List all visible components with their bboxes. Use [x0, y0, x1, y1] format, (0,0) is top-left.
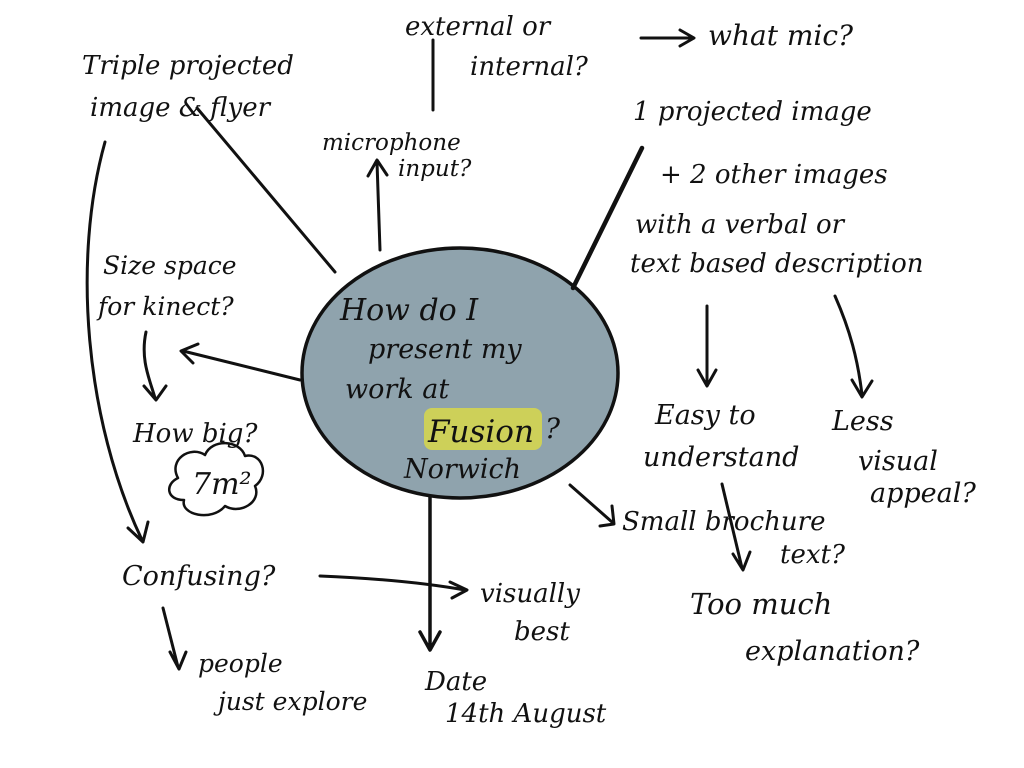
- arrow-external-to-what-mic: [639, 28, 696, 48]
- visually-line-1: visually: [480, 579, 580, 609]
- area-cloud: [168, 441, 265, 517]
- arrow-easy-to-too-much: [720, 482, 752, 572]
- line-to-triple: [195, 106, 337, 274]
- one-projected-line-4: text based description: [630, 249, 923, 279]
- connectors: [85, 28, 874, 671]
- less-line-2: visual: [858, 446, 938, 477]
- center-line-fusion: Fusion: [427, 414, 534, 450]
- center-line-3: work at: [345, 374, 449, 405]
- less-line-3: appeal?: [870, 478, 976, 509]
- external-line-1: external or: [405, 12, 552, 42]
- less-line-1: Less: [831, 406, 894, 437]
- what-mic: what mic?: [708, 19, 854, 52]
- too-much-line-2: explanation?: [745, 636, 920, 667]
- date-line-1: Date: [424, 667, 487, 697]
- confusing: Confusing?: [122, 561, 276, 592]
- notes: Triple projected image & flyer external …: [82, 12, 976, 729]
- arrow-confusing-to-visually: [318, 574, 469, 600]
- date-line-2: 14th August: [445, 699, 607, 729]
- people-line-1: people: [198, 649, 283, 678]
- arrow-to-size-space: [179, 342, 302, 382]
- size-line-1: Size space: [103, 251, 237, 280]
- arrow-to-easy: [696, 304, 718, 388]
- arrow-to-mic: [366, 158, 389, 252]
- arrow-size-to-how-big: [142, 330, 168, 402]
- area-value: 7m²: [192, 467, 252, 502]
- one-projected-line-3: with a verbal or: [635, 210, 846, 240]
- mic-line-1: microphone: [322, 130, 461, 156]
- center-line-2: present my: [368, 334, 522, 365]
- arrow-confusing-to-people: [161, 606, 188, 671]
- brochure-line-1: Small brochure: [622, 507, 825, 537]
- center-line-question: ?: [545, 412, 561, 445]
- one-projected-line-1: 1 projected image: [633, 97, 872, 127]
- central-bubble: How do I present my work at Fusion ? Nor…: [300, 246, 620, 500]
- center-line-norwich: Norwich: [403, 454, 521, 485]
- easy-line-2: understand: [643, 442, 799, 473]
- one-projected-line-2: + 2 other images: [660, 160, 888, 190]
- arrow-to-date: [418, 495, 442, 652]
- how-big: How big?: [132, 419, 258, 449]
- people-line-2: just explore: [213, 687, 367, 716]
- mic-line-2: input?: [398, 156, 472, 182]
- line-to-one-projected: [570, 145, 645, 291]
- arrow-to-less: [833, 294, 874, 399]
- arrow-triple-to-confusing: [85, 140, 150, 544]
- fusion-highlight: [424, 408, 542, 450]
- size-line-2: for kinect?: [96, 292, 234, 321]
- easy-line-1: Easy to: [654, 400, 756, 431]
- triple-line-1: Triple projected: [82, 51, 294, 81]
- visually-line-2: best: [514, 617, 570, 647]
- arrow-to-brochure: [568, 483, 616, 528]
- too-much-line-1: Too much: [690, 587, 832, 621]
- triple-line-2: image & flyer: [90, 93, 272, 123]
- center-line-1: How do I: [339, 293, 479, 328]
- brochure-line-2: text?: [780, 540, 846, 570]
- external-line-2: internal?: [470, 52, 589, 82]
